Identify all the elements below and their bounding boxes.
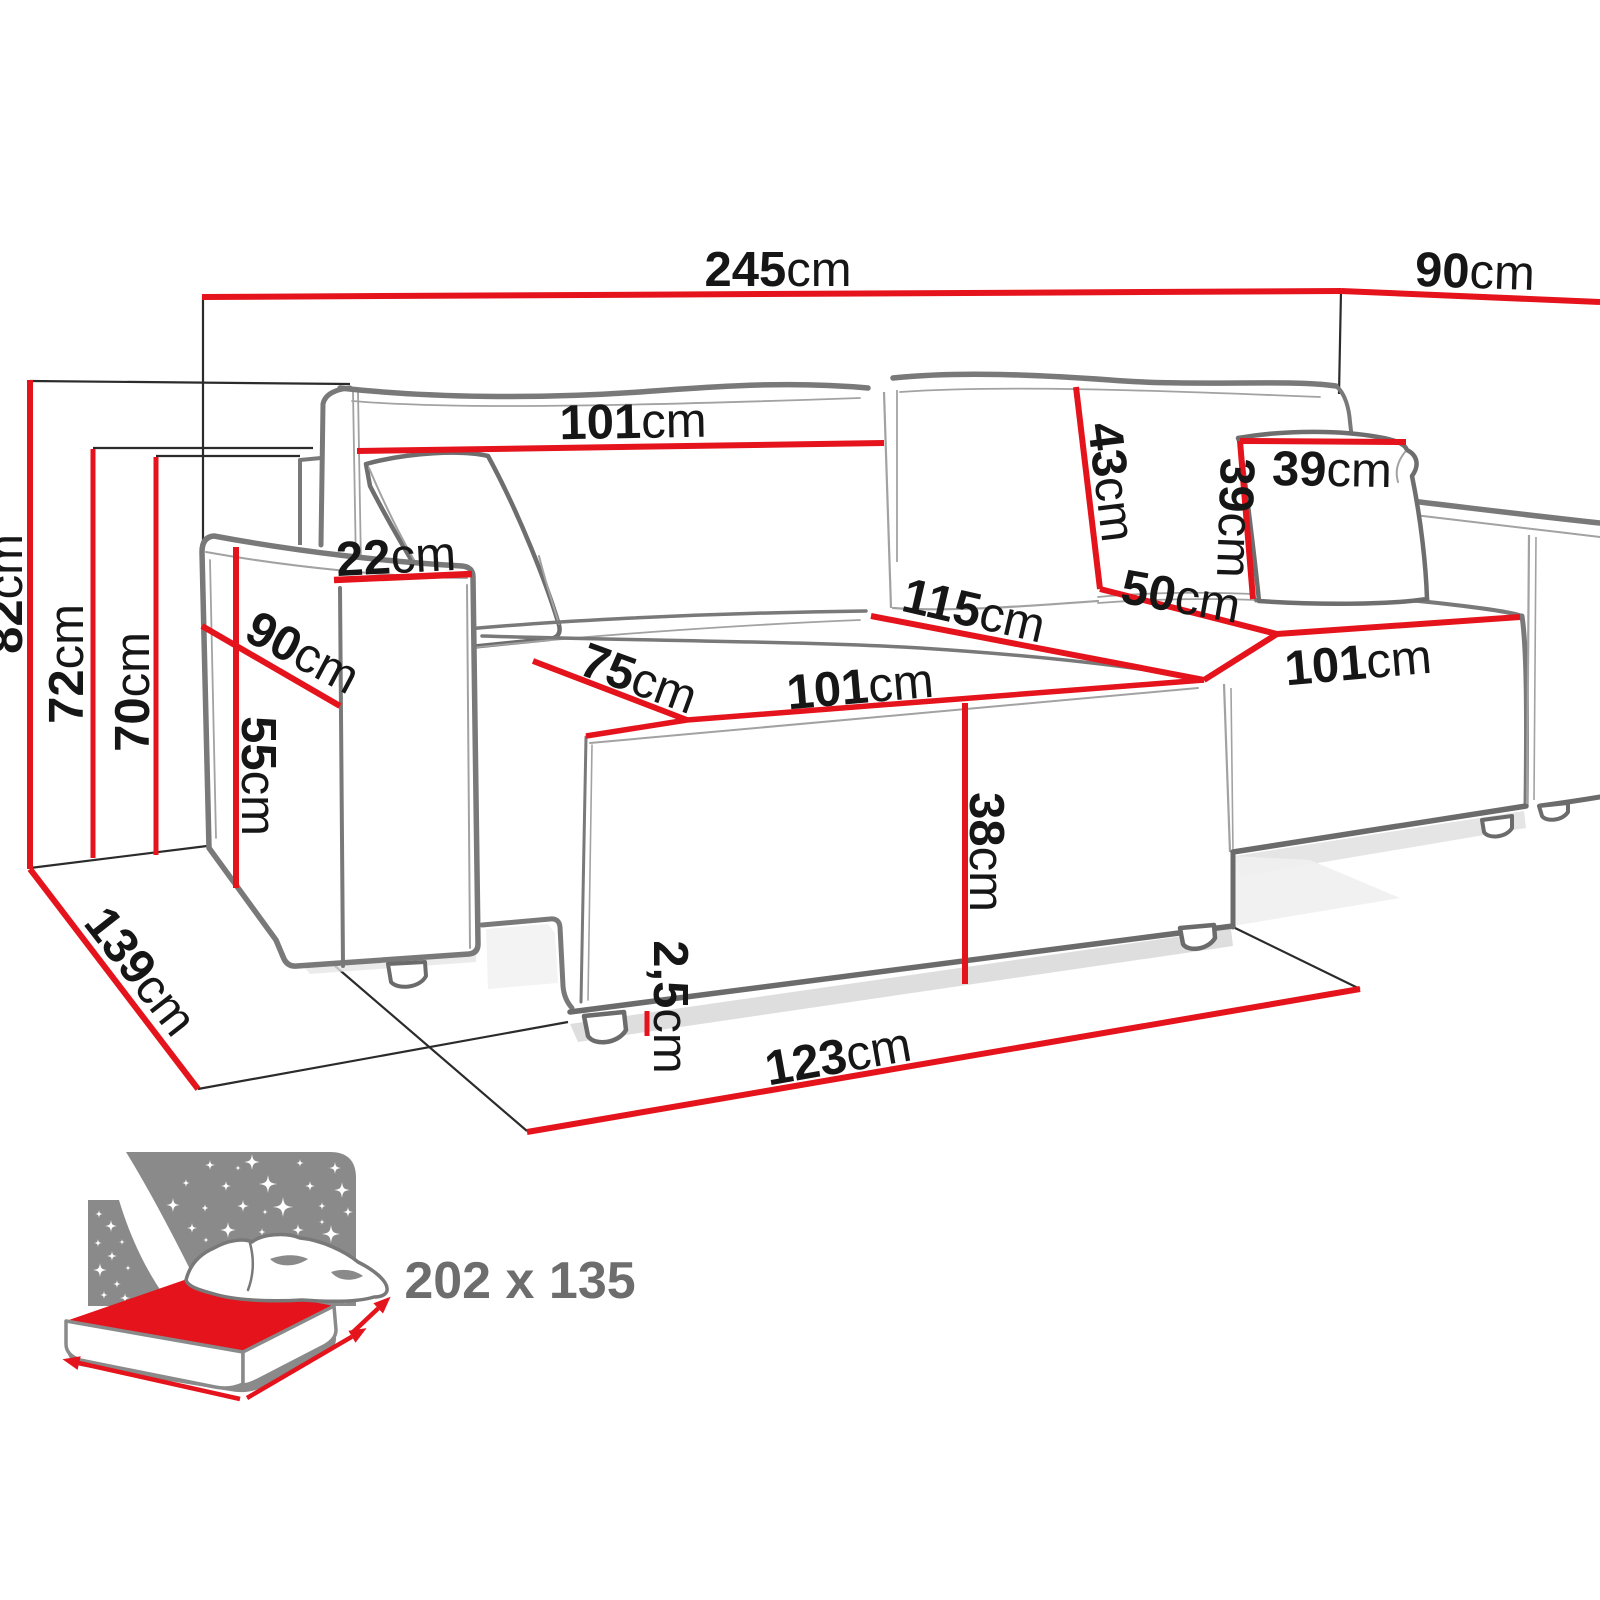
svg-text:90cm: 90cm (1414, 243, 1536, 301)
svg-text:72cm: 72cm (40, 604, 94, 724)
svg-text:2,5cm: 2,5cm (643, 940, 697, 1073)
svg-text:43cm: 43cm (1077, 419, 1145, 545)
svg-text:38cm: 38cm (959, 792, 1013, 912)
svg-text:55cm: 55cm (231, 716, 285, 836)
svg-text:202 x 135: 202 x 135 (404, 1252, 635, 1310)
svg-text:39cm: 39cm (1272, 442, 1393, 498)
svg-text:22cm: 22cm (335, 527, 458, 587)
svg-text:70cm: 70cm (106, 632, 160, 752)
svg-text:82cm: 82cm (0, 534, 33, 654)
svg-text:245cm: 245cm (704, 243, 851, 297)
svg-text:50cm: 50cm (1117, 560, 1244, 634)
svg-text:101cm: 101cm (559, 394, 707, 451)
svg-text:101cm: 101cm (784, 654, 935, 721)
svg-text:101cm: 101cm (1282, 630, 1433, 697)
svg-text:39cm: 39cm (1206, 457, 1264, 579)
